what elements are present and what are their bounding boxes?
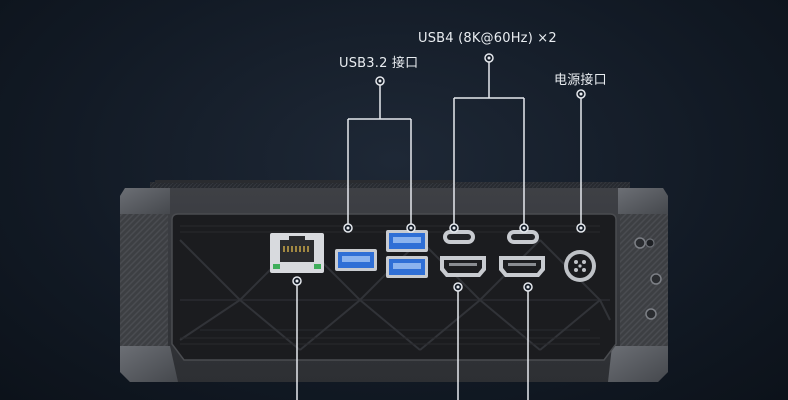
hdmi-port-icon [440, 256, 545, 277]
side-screw-icons [634, 237, 662, 320]
usb32-label: USB3.2 接口 [339, 56, 419, 71]
dc-power-port-icon [564, 250, 596, 282]
usb-a-stack-icon [386, 230, 428, 278]
ethernet-port-icon [270, 233, 324, 273]
usb4-label: USB4 (8K@60Hz) ×2 [418, 31, 557, 46]
power-label: 电源接口 [554, 73, 607, 88]
callout-dot-icons [292, 53, 586, 292]
chassis-top-ridge [150, 180, 630, 190]
usb-a-port-icon [335, 249, 377, 271]
callout-lines [296, 60, 582, 400]
usb-c-port-icon [443, 230, 539, 244]
